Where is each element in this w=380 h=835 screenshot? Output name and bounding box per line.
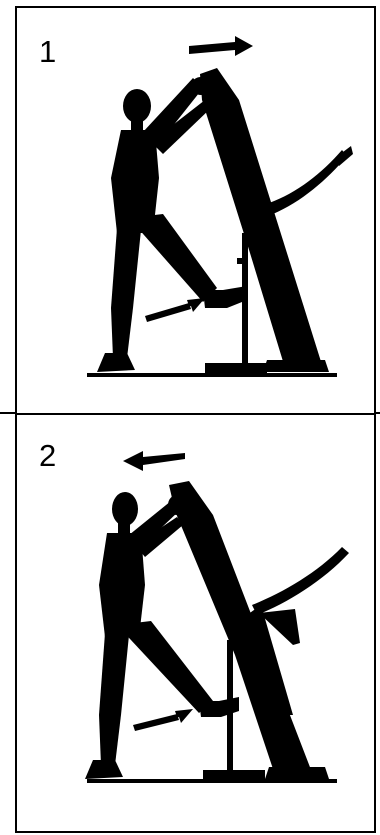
arrow-right-icon bbox=[189, 36, 253, 56]
arrow-left-icon bbox=[123, 451, 185, 471]
arrow-pointer-icon bbox=[145, 298, 205, 322]
treadmill-lower-illustration bbox=[17, 415, 378, 835]
arrow-pointer-icon bbox=[133, 709, 193, 731]
step-panel-1: 1 bbox=[15, 6, 376, 415]
step-panel-2: 2 bbox=[15, 413, 376, 833]
treadmill-lift-illustration bbox=[17, 8, 378, 417]
